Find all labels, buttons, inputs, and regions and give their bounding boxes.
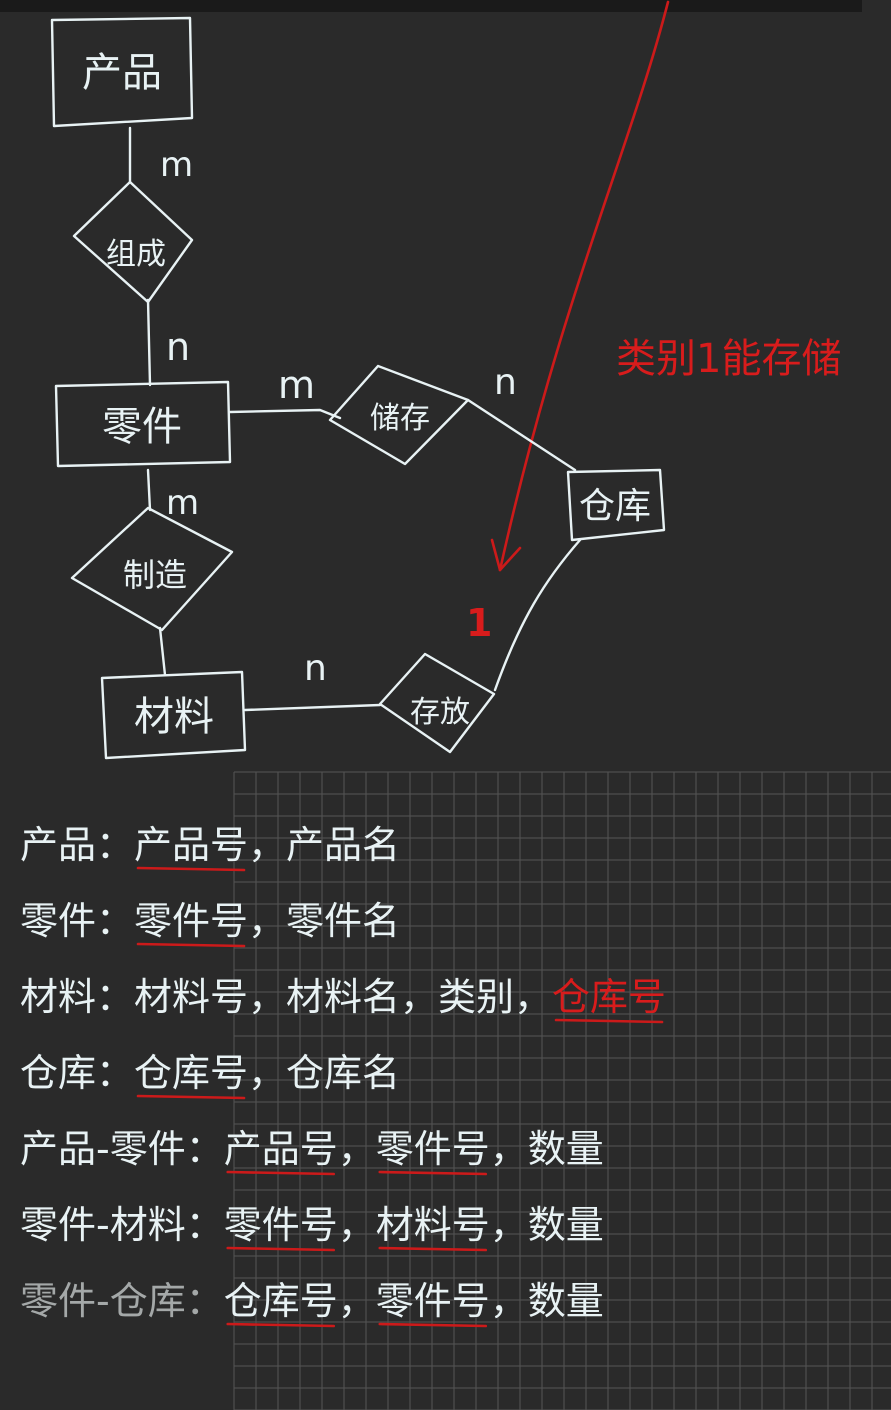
key-underline [136,1094,246,1100]
entity-material-label: 材料 [134,694,214,740]
schema-row: 零件：零件号，零件名 [20,899,400,943]
schema-table-name: 零件： [20,899,134,943]
schema-separator: ， [490,1279,528,1323]
red-arrow-head [490,538,522,572]
schema-row: 产品：产品号，产品名 [20,823,400,867]
entity-warehouse-label: 仓库 [579,486,651,527]
schema-row: 材料：材料号，材料名，类别，仓库号 [20,975,666,1019]
line-part-make [146,468,152,512]
entity-part-label: 零件 [102,404,182,450]
key-underline [554,1018,664,1024]
relation-compose: 组成 [72,180,194,304]
schema-primary-key: 零件号 [376,1279,490,1323]
schema-table-name: 零件-材料： [20,1203,224,1247]
line-stock-warehouse [493,538,582,692]
card-part-make: m [166,483,199,523]
schema-table-name: 产品-零件： [20,1127,224,1171]
key-underline [378,1246,488,1252]
key-underline [136,942,246,948]
schema-attributes: 零件名 [286,899,400,943]
schema-primary-key: 零件号 [224,1203,338,1247]
schema-list: 产品：产品号，产品名零件：零件号，零件名材料：材料号，材料名，类别，仓库号仓库：… [20,823,666,1328]
schema-table-name: 产品： [20,823,134,867]
key-underline [226,1322,336,1328]
schema-primary-key: 零件号 [376,1127,490,1171]
schema-separator: ， [248,1051,286,1095]
relation-make-label: 制造 [123,556,187,594]
schema-table-name: 材料： [20,975,134,1019]
relation-compose-label: 组成 [106,237,166,272]
schema-table-name: 零件-仓库： [20,1279,224,1323]
key-underline [226,1246,336,1252]
relation-store: 储存 [328,364,470,466]
key-underline [226,1170,336,1176]
schema-attributes: 数量 [528,1279,604,1323]
card-material-stock: n [304,648,327,689]
relation-stock-label: 存放 [410,695,470,730]
schema-separator: ， [338,1127,376,1171]
relation-stock: 存放 [378,652,496,754]
schema-attributes: 数量 [528,1203,604,1247]
schema-separator: ， [248,823,286,867]
relation-store-label: 储存 [370,401,430,436]
schema-row: 产品-零件：产品号，零件号，数量 [20,1127,604,1171]
relation-make: 制造 [70,506,234,632]
schema-primary-key: 产品号 [224,1127,338,1171]
schema-primary-key: 仓库号 [134,1051,248,1095]
schema-attributes: 数量 [528,1127,604,1171]
card-product-compose: m [160,145,193,185]
schema-attributes: 产品名 [286,823,400,867]
schema-row: 零件-仓库：仓库号，零件号，数量 [20,1279,604,1323]
schema-primary-key: 仓库号 [224,1279,338,1323]
entity-material: 材料 [100,670,247,760]
red-arrow-line [498,0,670,572]
schema-primary-key: 产品号 [134,823,248,867]
schema-primary-key: 材料号 [376,1203,490,1247]
key-underline [378,1170,488,1176]
schema-attributes: 材料号，材料名，类别， [134,975,552,1019]
line-make-material [158,626,167,677]
line-material-stock [243,703,382,712]
schema-attributes: 仓库名 [286,1051,400,1095]
entity-product: 产品 [50,16,194,128]
schema-separator: ， [338,1279,376,1323]
red-note: 类别1能存储 [616,336,841,382]
entity-warehouse: 仓库 [566,468,666,542]
schema-primary-key: 零件号 [134,899,248,943]
card-warehouse-stock: 1 [466,601,492,645]
schema-separator: ， [248,899,286,943]
schema-table-name: 仓库： [20,1051,134,1095]
top-band [0,0,862,12]
card-compose-part: n [166,325,190,369]
entity-product-label: 产品 [82,50,162,96]
key-underline [136,866,246,872]
card-store-warehouse: n [494,362,517,403]
line-part-store [228,408,342,420]
key-underline [378,1322,488,1328]
grid-paper [233,771,891,1410]
schema-separator: ， [338,1203,376,1247]
schema-separator: ， [490,1203,528,1247]
card-part-store: m [278,363,315,407]
schema-foreign-key: 仓库号 [552,975,666,1019]
schema-separator: ， [490,1127,528,1171]
line-compose-part [146,298,152,387]
entity-part: 零件 [54,380,232,468]
schema-row: 零件-材料：零件号，材料号，数量 [20,1203,604,1247]
schema-row: 仓库：仓库号，仓库名 [20,1051,400,1095]
line-store-warehouse [466,398,577,472]
